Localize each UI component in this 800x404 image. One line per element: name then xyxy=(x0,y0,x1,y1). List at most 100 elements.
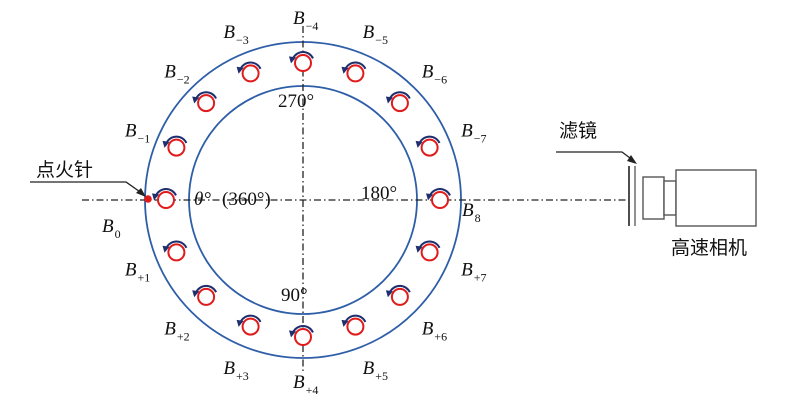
burner-5 xyxy=(341,61,367,83)
burner-3 xyxy=(236,61,262,83)
swirl-arrow xyxy=(195,284,218,293)
swirl-arrowhead xyxy=(426,193,433,201)
burner-nozzle xyxy=(346,317,365,336)
burner-1 xyxy=(162,135,188,157)
filter-arrowhead xyxy=(627,155,637,164)
burner-label-10: B+6 xyxy=(422,319,447,344)
burner-4 xyxy=(289,50,314,72)
igniter-dot xyxy=(144,195,152,203)
swirl-arrowhead xyxy=(341,66,349,74)
burner-label-4: B−4 xyxy=(293,8,318,33)
filter-pointer xyxy=(556,151,635,162)
angle-90-label: 90° xyxy=(281,285,308,306)
burner-nozzle xyxy=(241,317,260,336)
swirl-arrow xyxy=(292,324,314,333)
burner-14 xyxy=(192,284,218,306)
swirl-arrowhead xyxy=(152,193,159,201)
burner-0 xyxy=(152,187,177,209)
burner-nozzle xyxy=(431,191,449,209)
swirl-arrow xyxy=(165,135,188,144)
camera-mount xyxy=(663,180,677,216)
burner-nozzle xyxy=(420,138,439,157)
burner-label-12: B+4 xyxy=(293,372,318,397)
burner-group xyxy=(152,50,451,346)
swirl-arrowhead xyxy=(192,290,200,298)
burner-nozzle xyxy=(346,64,365,83)
swirl-arrowhead xyxy=(162,245,170,253)
swirl-arrow xyxy=(195,91,218,100)
burner-11 xyxy=(341,314,367,336)
burner-nozzle xyxy=(167,243,186,262)
swirl-arrow xyxy=(429,187,451,196)
burner-label-5: B−5 xyxy=(363,22,388,47)
swirl-arrowhead xyxy=(385,290,393,298)
swirl-arrow xyxy=(165,240,188,249)
burner-nozzle xyxy=(157,191,175,209)
burner-nozzle xyxy=(197,94,216,113)
burner-15 xyxy=(162,240,188,262)
burner-label-3: B−3 xyxy=(223,22,248,47)
swirl-arrowhead xyxy=(236,319,244,327)
swirl-arrow xyxy=(292,50,314,59)
filter-label: 滤镜 xyxy=(559,120,597,142)
burner-label-2: B−2 xyxy=(164,61,189,86)
swirl-arrow xyxy=(388,284,411,293)
burner-label-11: B+5 xyxy=(363,358,388,383)
burner-nozzle xyxy=(390,287,409,306)
swirl-arrow xyxy=(239,314,262,323)
burner-label-8: B8 xyxy=(462,200,481,225)
burner-nozzle xyxy=(167,138,186,157)
burner-6 xyxy=(385,91,411,113)
igniter-label: 点火针 xyxy=(36,159,93,181)
swirl-arrow xyxy=(155,187,177,196)
burner-12 xyxy=(289,324,314,346)
burner-label-15: B+1 xyxy=(125,260,150,285)
swirl-arrow xyxy=(418,135,441,144)
camera-label: 高速相机 xyxy=(671,237,747,259)
burner-10 xyxy=(385,284,411,306)
angle-theta-label: θ° xyxy=(194,189,211,210)
angle-270-label: 270° xyxy=(278,91,314,112)
swirl-arrowhead xyxy=(192,96,200,104)
swirl-arrowhead xyxy=(289,56,296,64)
igniter-pointer xyxy=(30,181,144,195)
burner-label-7: B−7 xyxy=(461,120,486,145)
burner-label-1: B−1 xyxy=(125,120,150,145)
burner-8 xyxy=(426,187,451,209)
burner-7 xyxy=(415,135,441,157)
burner-label-13: B+3 xyxy=(223,358,248,383)
burner-nozzle xyxy=(294,54,312,72)
swirl-arrowhead xyxy=(415,140,423,148)
camera-body xyxy=(675,169,757,227)
camera-lens xyxy=(642,176,665,220)
burner-13 xyxy=(236,314,262,336)
burner-label-14: B+2 xyxy=(164,319,189,344)
burner-9 xyxy=(415,240,441,262)
burner-label-6: B−6 xyxy=(422,61,447,86)
burner-nozzle xyxy=(241,64,260,83)
swirl-arrowhead xyxy=(341,319,349,327)
swirl-arrowhead xyxy=(162,140,170,148)
swirl-arrowhead xyxy=(236,66,244,74)
angle-180-label: 180° xyxy=(361,183,397,204)
burner-label-0: B0 xyxy=(102,216,121,241)
burner-label-9: B+7 xyxy=(461,260,486,285)
swirl-arrow xyxy=(344,314,367,323)
swirl-arrow xyxy=(418,240,441,249)
swirl-arrowhead xyxy=(289,330,296,338)
swirl-arrow xyxy=(239,61,262,70)
swirl-arrowhead xyxy=(385,96,393,104)
igniter-arrowhead xyxy=(136,188,146,197)
swirl-arrow xyxy=(344,61,367,70)
burner-nozzle xyxy=(420,243,439,262)
swirl-arrowhead xyxy=(415,245,423,253)
burner-nozzle xyxy=(390,94,409,113)
burner-2 xyxy=(192,91,218,113)
burner-nozzle xyxy=(197,287,216,306)
swirl-arrow xyxy=(388,91,411,100)
burner-nozzle xyxy=(294,328,312,346)
angle-360-label: (360°) xyxy=(222,189,271,210)
